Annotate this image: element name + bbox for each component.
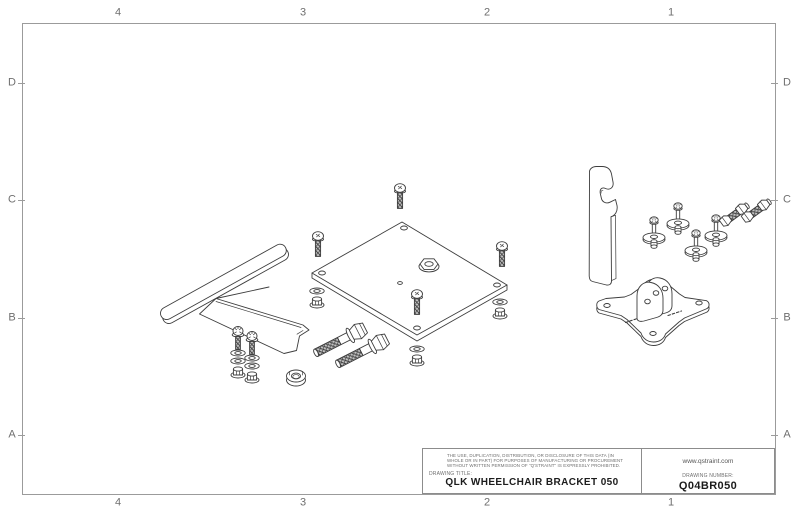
flat-washer	[244, 362, 260, 370]
base-hole	[649, 331, 657, 336]
zone-col-bottom-3: 3	[299, 496, 307, 509]
zone-col-top-2: 2	[483, 6, 491, 19]
website-text: www.qstraint.com	[682, 458, 734, 465]
zone-col-bottom-4: 4	[114, 496, 122, 509]
retainer-pin	[642, 216, 666, 249]
zone-row-right-c: C	[783, 193, 791, 206]
zone-col-top-3: 3	[299, 6, 307, 19]
flat-washer	[492, 298, 508, 306]
base-hole	[603, 303, 611, 308]
zone-row-right-a: A	[783, 428, 791, 441]
clevis-mount	[636, 277, 673, 322]
retainer-pin	[666, 202, 690, 235]
zone-tick	[18, 200, 25, 201]
zone-tick	[18, 83, 25, 84]
legal-notice-line: THE USE, DUPLICATION, DISTRIBUTION, OR D…	[447, 453, 615, 458]
zone-tick	[18, 318, 25, 319]
drawing-title: QLK WHEELCHAIR BRACKET 050	[445, 477, 619, 488]
title-block: THE USE, DUPLICATION, DISTRIBUTION, OR D…	[422, 448, 775, 494]
flanged-bolt	[245, 331, 259, 355]
flanged-bolt	[231, 326, 245, 350]
zone-col-top-1: 1	[667, 6, 675, 19]
legal-notice-line: WHOLE OR IN PART) FOR PURPOSES OF MANUFA…	[447, 458, 624, 464]
title-block-right-cell: www.qstraint.com DRAWING NUMBER: Q04BR05…	[642, 449, 774, 493]
zone-row-left-b: B	[8, 311, 16, 324]
zone-row-right-b: B	[783, 311, 791, 324]
zone-col-bottom-2: 2	[483, 496, 491, 509]
legal-notice: THE USE, DUPLICATION, DISTRIBUTION, OR D…	[447, 453, 623, 468]
flange-nut	[244, 371, 260, 384]
zone-row-left-c: C	[8, 193, 16, 206]
zone-row-right-d: D	[783, 76, 791, 89]
title-block-left-cell: THE USE, DUPLICATION, DISTRIBUTION, OR D…	[423, 449, 642, 493]
button-head-screw	[394, 183, 406, 209]
bracket-wing-plate	[199, 286, 310, 354]
flat-washer	[244, 354, 260, 362]
sheet-border	[22, 23, 776, 495]
zone-tick	[771, 318, 778, 319]
drawing-number-label: DRAWING NUMBER:	[682, 473, 734, 479]
plate-hole	[400, 225, 408, 231]
hex-nut	[286, 369, 306, 387]
plate-center-nut	[418, 258, 440, 273]
vehicle-bracket-assembly	[588, 166, 774, 346]
zone-tick	[771, 200, 778, 201]
drawing-title-label: DRAWING TITLE:	[429, 471, 473, 477]
flange-nut	[492, 307, 508, 320]
cross-base	[596, 277, 710, 346]
button-head-screw	[496, 241, 508, 267]
flat-washer	[230, 349, 246, 357]
flat-washer	[409, 345, 425, 353]
zone-tick	[771, 435, 778, 436]
button-head-screw	[312, 231, 324, 257]
floor-bracket-assembly	[160, 243, 310, 387]
zone-tick	[771, 83, 778, 84]
flange-nut	[230, 366, 246, 379]
plate-hole	[493, 282, 501, 288]
flat-washer	[230, 357, 246, 365]
zone-col-bottom-1: 1	[667, 496, 675, 509]
retainer-pin	[684, 229, 708, 262]
drawing-number: Q04BR050	[678, 480, 738, 492]
plate-hole	[397, 281, 403, 285]
legal-notice-line: WITHOUT WRITTEN PERMISSION OF "Q'STRAINT…	[447, 463, 621, 469]
zone-row-left-d: D	[8, 76, 16, 89]
flange-nut	[309, 296, 325, 309]
zone-row-left-a: A	[8, 428, 16, 441]
mounting-plate-assembly	[309, 183, 508, 373]
zone-tick	[18, 435, 25, 436]
t-bar-bracket	[160, 243, 289, 324]
plate-hole	[413, 325, 421, 331]
flange-nut	[409, 354, 425, 367]
mounting-plate	[311, 221, 508, 336]
base-hole	[695, 300, 703, 306]
mounting-plate-edge	[311, 272, 508, 342]
zone-col-top-4: 4	[114, 6, 122, 19]
plate-hole	[318, 270, 326, 276]
hook-bracket	[588, 166, 618, 286]
flat-washer	[309, 287, 325, 295]
